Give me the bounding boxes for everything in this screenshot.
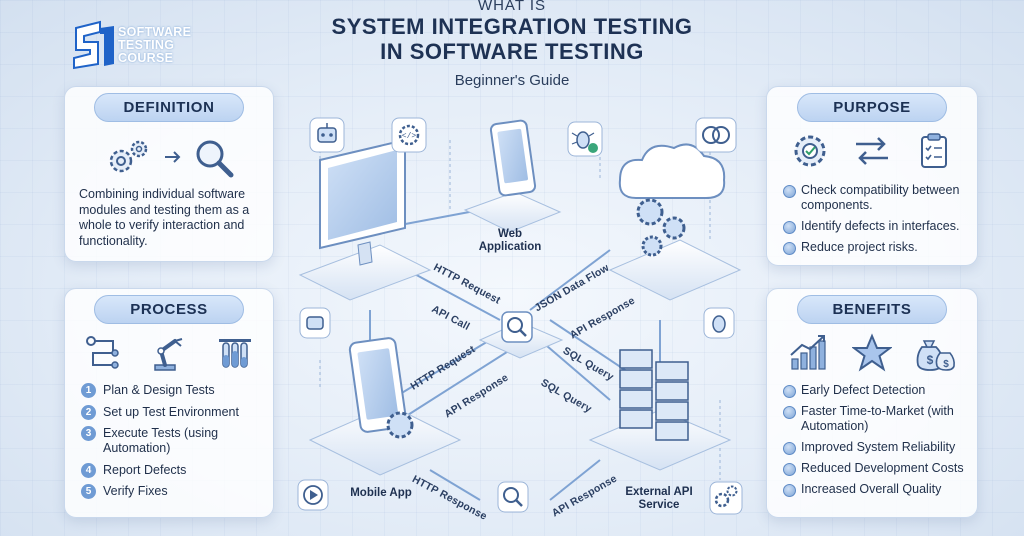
test-tubes-icon [219, 339, 251, 368]
mobile-app-label: Mobile App [350, 487, 412, 499]
mobile-app-icon [308, 337, 462, 476]
code-search-badge-icon [497, 481, 529, 513]
brand-line-3: COURSE [118, 51, 174, 65]
title-line-1: SYSTEM INTEGRATION TESTING [331, 14, 693, 39]
desktop-computer-icon [298, 138, 432, 301]
purpose-icons [767, 131, 977, 171]
benefits-heading: BENEFITS [797, 295, 947, 324]
web-application-label: Web Application [478, 228, 542, 253]
purpose-heading: PURPOSE [797, 93, 947, 122]
money-bags-icon: $ $ [916, 340, 955, 371]
gear-check-icon [794, 135, 826, 167]
web-application-icon [463, 119, 562, 233]
process-icons [65, 333, 273, 373]
star-icon [852, 333, 892, 372]
benefit-item: Improved System Reliability [783, 440, 975, 455]
connector-arrows [369, 209, 661, 501]
svg-text:</>: </> [402, 132, 417, 141]
diagram-graphics: </> [297, 117, 743, 515]
stc-logo-icon [73, 20, 114, 70]
title-pre: WHAT IS [477, 0, 547, 14]
title-subtitle: Beginner's Guide [454, 72, 570, 89]
integration-diagram: </> [280, 100, 750, 536]
bug-badge-icon [703, 307, 735, 339]
arrow-right-icon [165, 151, 181, 163]
benefits-icons: $ $ [767, 333, 977, 373]
toggle-circles-badge-icon [695, 117, 737, 153]
definition-panel: DEFINITION Combining individual software… [64, 86, 274, 262]
gears-icon [109, 140, 148, 173]
brand-line-1: SOFTWARE [118, 25, 192, 39]
brand-logo: SOFTWARE TESTING COURSE [70, 20, 220, 76]
server-stack-icon [588, 349, 732, 471]
purpose-panel: PURPOSE Check compatibility between comp… [766, 86, 978, 266]
definition-text: Combining individual software modules an… [79, 187, 250, 248]
definition-icons [65, 137, 273, 179]
bug-check-badge-icon [567, 121, 603, 157]
external-api-label: External API Service [625, 486, 693, 511]
play-badge-icon [297, 479, 329, 511]
purpose-item: Identify defects in interfaces. [783, 219, 975, 234]
flow-chart-icon [86, 336, 119, 369]
robot-small-badge-icon [299, 307, 331, 339]
purpose-item: Check compatibility between components. [783, 183, 975, 213]
benefits-panel: BENEFITS $ $ Early Defect Detection Fast… [766, 288, 978, 518]
gears-badge-icon [709, 481, 743, 515]
process-heading: PROCESS [94, 295, 244, 324]
title-block: WHAT IS SYSTEM INTEGRATION TESTING IN SO… [262, 0, 762, 89]
code-gear-badge-icon: </> [391, 117, 427, 153]
benefit-item: Increased Overall Quality [783, 482, 975, 497]
benefits-list: Early Defect Detection Faster Time-to-Ma… [783, 383, 975, 503]
benefit-item: Faster Time-to-Market (with Automation) [783, 404, 975, 434]
growth-chart-icon [790, 335, 826, 370]
brand-line-2: TESTING [118, 38, 175, 52]
swap-arrows-icon [856, 137, 888, 165]
cloud-server-icon [608, 143, 742, 301]
purpose-list: Check compatibility between components. … [783, 183, 975, 261]
benefit-item: Early Defect Detection [783, 383, 975, 398]
robot-arm-icon [154, 338, 183, 371]
robot-badge-icon [309, 117, 345, 153]
title-line-2: IN SOFTWARE TESTING [380, 39, 644, 64]
definition-heading: DEFINITION [94, 93, 244, 122]
purpose-item: Reduce project risks. [783, 240, 975, 255]
magnifier-icon [196, 140, 234, 178]
benefit-item: Reduced Development Costs [783, 461, 975, 476]
svg-text:$: $ [927, 353, 934, 367]
svg-text:$: $ [943, 359, 949, 370]
clipboard-check-icon [921, 133, 947, 168]
hub-magnifier-icon [478, 311, 564, 359]
